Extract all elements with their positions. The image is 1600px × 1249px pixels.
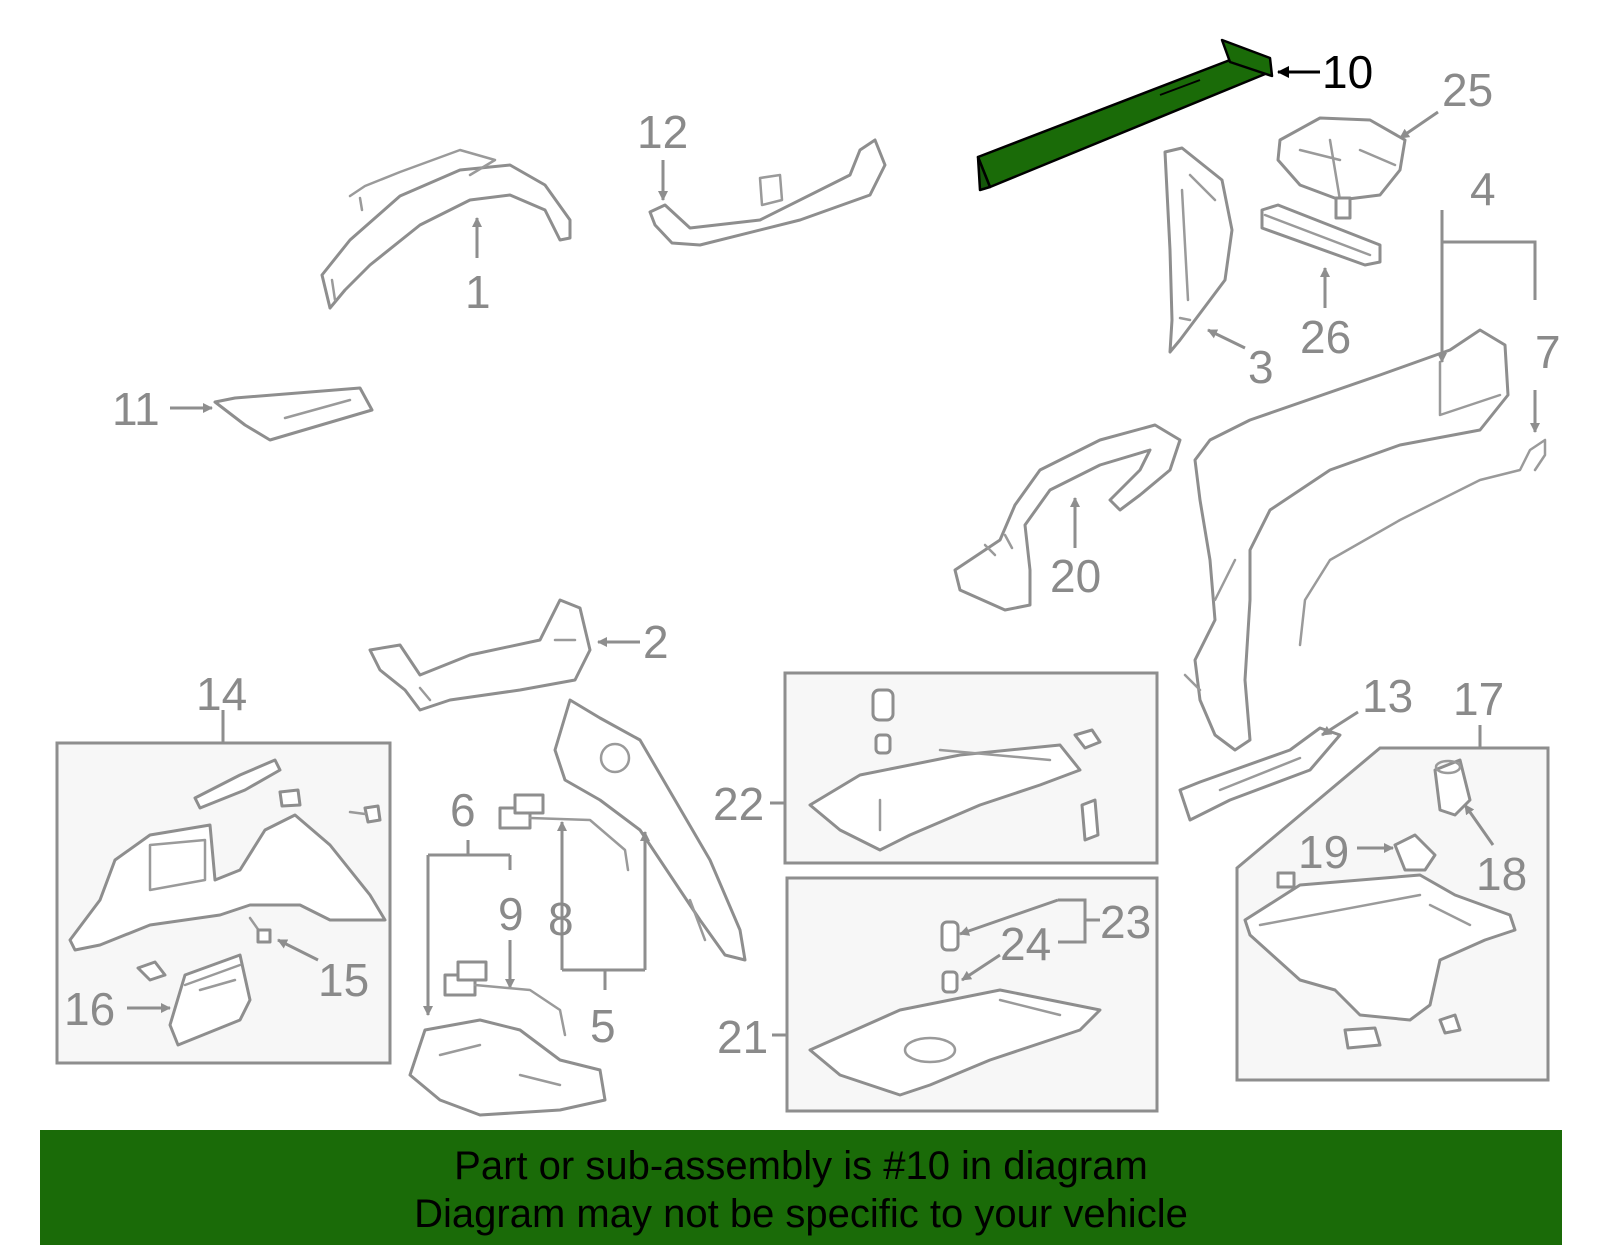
part-12 xyxy=(648,138,887,247)
leader-23 xyxy=(959,898,1059,936)
callout-8: 8 xyxy=(548,893,574,945)
callout-18: 18 xyxy=(1476,848,1527,900)
leader-7-bracket xyxy=(1442,240,1537,300)
part-17 xyxy=(1243,871,1517,1050)
info-banner: Part or sub-assembly is #10 in diagram D… xyxy=(40,1130,1562,1245)
part-19 xyxy=(1393,833,1437,872)
callout-26: 26 xyxy=(1300,311,1351,363)
part-25 xyxy=(1276,116,1407,220)
part-3 xyxy=(1163,146,1234,354)
part-15 xyxy=(248,916,272,944)
callout-22: 22 xyxy=(713,778,764,830)
part-2 xyxy=(368,598,592,712)
callout-6: 6 xyxy=(450,784,476,836)
callout-15: 15 xyxy=(318,954,369,1006)
callout-25: 25 xyxy=(1442,64,1493,116)
part-11 xyxy=(213,386,374,442)
callout-7: 7 xyxy=(1535,326,1561,378)
part-9-wire xyxy=(443,960,567,1037)
callout-12: 12 xyxy=(637,106,688,158)
leader-23-bracket xyxy=(1058,898,1100,944)
part-13 xyxy=(1178,726,1342,822)
callout-16: 16 xyxy=(64,983,115,1035)
part-14 xyxy=(68,758,387,952)
callout-10: 10 xyxy=(1322,46,1373,98)
leader-13 xyxy=(1321,710,1359,737)
leader-18 xyxy=(1463,804,1495,846)
part-21 xyxy=(808,920,1102,1097)
part-22 xyxy=(808,688,1102,852)
leader-15 xyxy=(277,938,319,962)
callout-20: 20 xyxy=(1050,550,1101,602)
callout-17: 17 xyxy=(1453,673,1504,725)
callout-11: 11 xyxy=(112,383,160,435)
callout-14: 14 xyxy=(196,668,247,720)
part-16 xyxy=(136,953,252,1047)
callout-23: 23 xyxy=(1100,896,1151,948)
leader-25 xyxy=(1399,110,1439,140)
callout-5: 5 xyxy=(590,1000,616,1052)
part-8-wire xyxy=(498,793,630,872)
callout-4: 4 xyxy=(1470,163,1496,215)
callout-19: 19 xyxy=(1298,826,1349,878)
part-26 xyxy=(1260,203,1382,267)
banner-line-2: Diagram may not be specific to your vehi… xyxy=(414,1192,1188,1236)
part-5 xyxy=(553,698,747,962)
part-1 xyxy=(320,148,572,310)
part-20 xyxy=(953,423,1182,612)
part-18 xyxy=(1433,758,1472,817)
leader-3 xyxy=(1207,328,1246,350)
callout-13: 13 xyxy=(1362,670,1413,722)
part-6 xyxy=(408,1018,607,1117)
part-4 xyxy=(1183,328,1510,752)
part-7 xyxy=(1298,438,1547,647)
callout-21: 21 xyxy=(717,1011,768,1063)
leader-6-bracket xyxy=(428,840,510,857)
callout-2: 2 xyxy=(643,616,669,668)
banner-line-1: Part or sub-assembly is #10 in diagram xyxy=(454,1144,1148,1188)
leader-24 xyxy=(961,953,1001,982)
callout-9: 9 xyxy=(498,888,524,940)
callout-24: 24 xyxy=(1000,918,1051,970)
callout-3: 3 xyxy=(1248,341,1274,393)
part-10-highlighted xyxy=(976,38,1274,192)
callout-1: 1 xyxy=(465,266,491,318)
